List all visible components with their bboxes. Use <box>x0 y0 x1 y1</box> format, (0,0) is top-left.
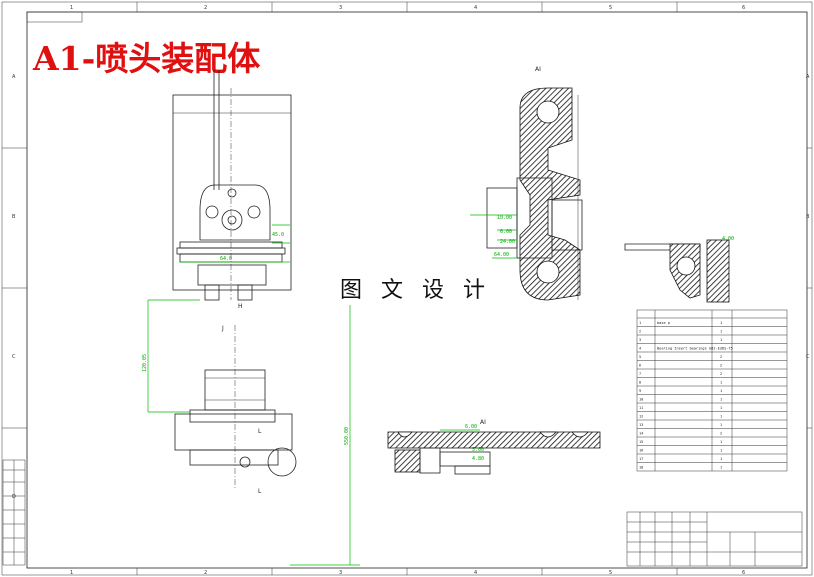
corner-box <box>26 11 83 23</box>
view-mark-l2: L <box>258 488 262 495</box>
zone-col-4: 4 <box>474 5 477 11</box>
bom-cell-no: 16 <box>639 449 643 453</box>
bom-cell-no: 18 <box>639 466 643 470</box>
bom-cell-qty: 2 <box>720 355 722 359</box>
dim-vertical-120: 120.05 <box>142 354 148 372</box>
zone-col-1: 1 <box>70 5 73 11</box>
dim-side-64: 64.00 <box>494 252 509 258</box>
zone-labels: 1 2 3 4 5 6 1 2 3 4 5 6 A B C D A B C <box>12 5 810 576</box>
bom-cell-name: base p <box>657 321 670 325</box>
bom-cell-qty: 1 <box>720 440 722 444</box>
bom-cell-no: 4 <box>639 347 641 351</box>
zone-col-5: 5 <box>609 5 612 11</box>
bom-cell-qty: 2 <box>720 364 722 368</box>
bom-cell-no: 3 <box>639 338 641 342</box>
bom-cell-name: Bearing Insert bearings GB1-E-DS-75 <box>657 347 733 351</box>
bom-cell-no: 14 <box>639 432 643 436</box>
zone-col-5-bottom: 5 <box>609 570 612 576</box>
bom-cell-no: 7 <box>639 372 641 376</box>
bom-cell-qty: 1 <box>720 415 722 419</box>
section-mark-top: AI <box>535 66 541 73</box>
dim-front-64: 64.0 <box>220 256 232 262</box>
zone-row-c-right: C <box>806 354 810 360</box>
bom-cell-qty: 1 <box>720 398 722 402</box>
zone-col-6: 6 <box>742 5 745 11</box>
bom-cell-no: 12 <box>639 415 643 419</box>
dim-side-10: 10.00 <box>497 215 512 221</box>
zone-row-b-right: B <box>806 214 810 220</box>
vertical-dimensions: 120.05 550.00 <box>142 299 360 566</box>
zone-col-3-bottom: 3 <box>339 570 342 576</box>
bom-cell-qty: 1 <box>720 330 722 334</box>
watermark-text: 图 文 设 计 <box>340 278 491 303</box>
front-view: 45.0 64.0 H <box>172 70 292 310</box>
zone-row-a-right: A <box>806 74 810 80</box>
zone-col-2-bottom: 2 <box>204 570 207 576</box>
bom-cell-qty: 1 <box>720 321 722 325</box>
view-mark-l1: L <box>258 428 262 435</box>
inner-frame <box>26 11 808 569</box>
bom-cell-qty: 1 <box>720 406 722 410</box>
bom-cell-no: 2 <box>639 330 641 334</box>
zone-row-a: A <box>12 74 16 80</box>
zone-col-6-bottom: 6 <box>742 570 745 576</box>
view-mark-j: J <box>221 325 224 332</box>
bottom-section-view: AI 6.00 5.00 4.80 <box>387 419 601 475</box>
bom-cell-no: 11 <box>639 406 643 410</box>
lower-left-view: J L L <box>174 325 297 495</box>
bom-cell-qty: 1 <box>720 466 722 470</box>
bom-cell-no: 9 <box>639 389 641 393</box>
bom-cell-no: 13 <box>639 423 643 427</box>
bom-cell-no: 1 <box>639 321 641 325</box>
bom-cell-qty: 1 <box>720 423 722 427</box>
title-block <box>626 511 803 567</box>
bom-cell-qty: 1 <box>720 381 722 385</box>
dim-bottom-5: 5.00 <box>472 447 484 453</box>
detail-view: 4.00 <box>624 236 734 303</box>
bom-cell-no: 10 <box>639 398 643 402</box>
zone-col-3: 3 <box>339 5 342 11</box>
bom-cell-qty: 1 <box>720 389 722 393</box>
bom-cell-no: 17 <box>639 457 643 461</box>
side-section-view: AI 10.00 6.00 24.00 64.00 <box>470 66 583 301</box>
dim-detail-4: 4.00 <box>722 236 734 242</box>
zone-row-c: C <box>12 354 16 360</box>
dim-side-6: 6.00 <box>500 229 512 235</box>
dim-bottom-6: 6.00 <box>465 424 477 430</box>
drawing-title: A1-喷头装配体 <box>32 39 260 78</box>
watermark-bg <box>335 274 485 302</box>
bom-cell-qty: 2 <box>720 347 722 351</box>
side-stamp-column <box>2 459 26 566</box>
bom-cell-qty: 1 <box>720 449 722 453</box>
bom-cell-qty: 2 <box>720 372 722 376</box>
dim-front-45: 45.0 <box>272 232 284 238</box>
bom-cell-qty: 1 <box>720 338 722 342</box>
bom-cell-no: 6 <box>639 364 641 368</box>
bom-cell-qty: 1 <box>720 457 722 461</box>
bom-cell-no: 15 <box>639 440 643 444</box>
dim-side-24: 24.00 <box>500 239 515 245</box>
dim-vertical-550: 550.00 <box>344 427 350 445</box>
section-mark-bottom: AI <box>480 419 486 426</box>
zone-row-b: B <box>12 214 16 220</box>
zone-col-1-bottom: 1 <box>70 570 73 576</box>
zone-col-2: 2 <box>204 5 207 11</box>
bom-cell-qty: 2 <box>720 432 722 436</box>
bom-cell-no: 8 <box>639 381 641 385</box>
bom-cell-no: 5 <box>639 355 641 359</box>
dim-bottom-4-8: 4.80 <box>472 456 484 462</box>
zone-col-4-bottom: 4 <box>474 570 477 576</box>
view-mark-h: H <box>238 303 243 310</box>
